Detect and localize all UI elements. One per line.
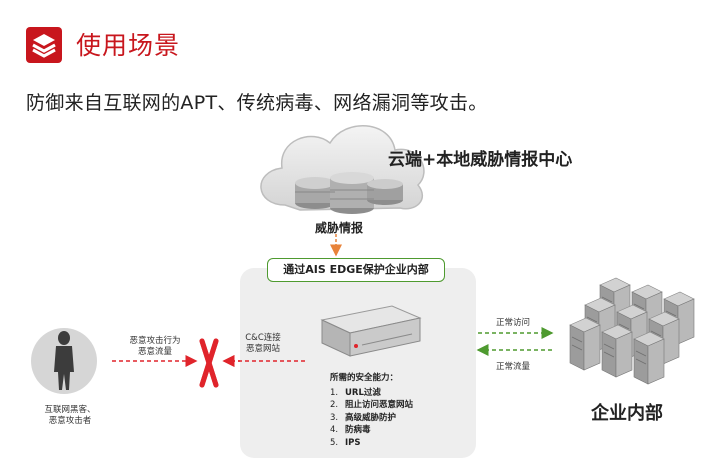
cc-label: C&C连接 恶意网站 xyxy=(230,333,296,355)
hacker-label-line1: 互联网黑客、 xyxy=(44,405,96,415)
threat-intel-label: 威胁情报 xyxy=(315,221,364,235)
layers-icon xyxy=(26,27,62,63)
capabilities-list: 所需的安全能力： 1. URL过滤 2. 阻止访问恶意网站 3. 高级威胁防护 4. 防… xyxy=(330,372,413,449)
server-tower xyxy=(601,324,633,378)
attack-label-line2: 恶意流量 xyxy=(137,347,172,357)
cloud-title: 云端+本地威胁情报中心 xyxy=(388,150,573,170)
intro-text: 防御来自互联网的APT、传统病毒、网络漏洞等攻击。 xyxy=(26,92,488,114)
server-tower xyxy=(569,317,601,371)
ais-edge-appliance-icon xyxy=(320,305,422,357)
hacker-label-line2: 恶意攻击者 xyxy=(48,416,92,426)
normal-access-label: 正常访问 xyxy=(495,318,530,328)
capability-text: URL过滤 xyxy=(345,387,381,398)
capability-num: 5. xyxy=(330,437,339,448)
capability-num: 4. xyxy=(330,425,339,435)
database-icon xyxy=(295,172,403,214)
capability-num: 2. xyxy=(330,400,339,410)
ais-edge-banner: 通过AIS EDGE保护企业内部 xyxy=(267,258,445,282)
capability-text: 阻止访问恶意网站 xyxy=(345,400,414,410)
server-tower xyxy=(633,331,665,385)
capability-num: 1. xyxy=(330,387,339,398)
section-title: 使用场景 xyxy=(76,31,181,60)
attack-label: 恶意攻击行为 恶意流量 xyxy=(110,336,200,358)
normal-traffic-label: 正常流量 xyxy=(495,362,530,372)
capability-item: 3. 高级威胁防护 xyxy=(330,412,413,425)
capabilities-title: 所需的安全能力： xyxy=(330,373,399,383)
ais-edge-panel xyxy=(240,268,476,458)
capability-num: 3. xyxy=(330,412,339,423)
hacker-icon xyxy=(31,328,97,394)
cc-label-line2: 恶意网站 xyxy=(245,344,280,354)
capability-text: 高级威胁防护 xyxy=(345,412,397,423)
capability-text: IPS xyxy=(345,437,361,448)
hacker-label: 互联网黑客、 恶意攻击者 xyxy=(25,405,115,427)
cc-label-line1: C&C连接 xyxy=(245,333,281,343)
attack-label-line1: 恶意攻击行为 xyxy=(129,336,181,346)
capability-text: 防病毒 xyxy=(345,425,371,435)
capability-item: 1. URL过滤 xyxy=(330,387,413,400)
capability-item: 4. 防病毒 xyxy=(330,424,413,437)
cloud-icon xyxy=(260,124,425,214)
capability-item: 2. 阻止访问恶意网站 xyxy=(330,399,413,412)
server-cluster-icon xyxy=(569,277,695,385)
enterprise-label: 企业内部 xyxy=(591,403,663,424)
block-x-icon xyxy=(199,338,219,388)
capability-item: 5. IPS xyxy=(330,437,413,450)
